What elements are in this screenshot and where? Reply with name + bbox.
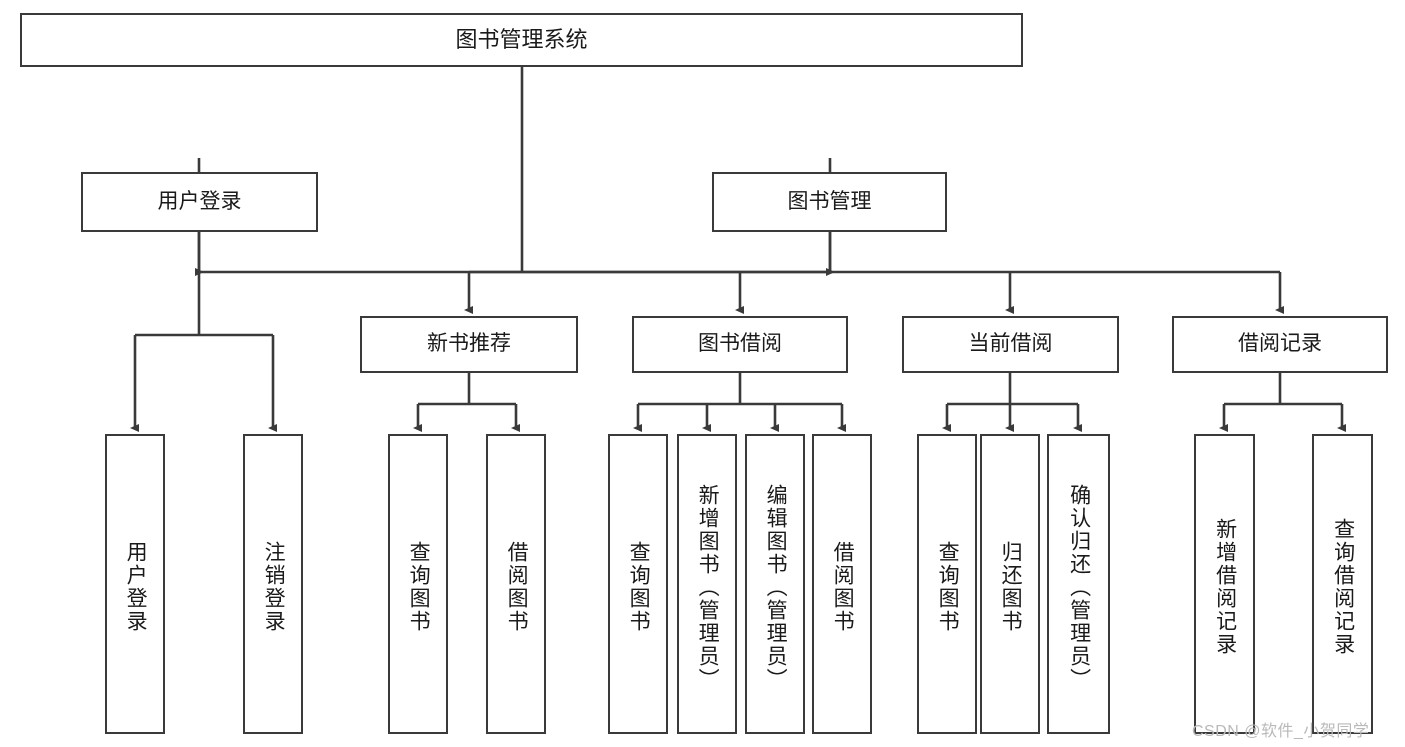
node-book-borrow[interactable]: 图书借阅	[632, 316, 848, 373]
node-leaf-query-book-borrow[interactable]: 查询图书	[608, 434, 668, 734]
node-root[interactable]: 图书管理系统	[20, 13, 1023, 67]
node-leaf-edit-book[interactable]: 编辑图书（管理员）	[745, 434, 805, 734]
node-leaf-add-record[interactable]: 新增借阅记录	[1194, 434, 1255, 734]
node-leaf-confirm-return[interactable]: 确认归还（管理员）	[1047, 434, 1110, 734]
node-leaf-borrow-book[interactable]: 借阅图书	[812, 434, 872, 734]
node-user-login[interactable]: 用户登录	[81, 172, 318, 232]
node-book-manage[interactable]: 图书管理	[712, 172, 947, 232]
node-leaf-user-login[interactable]: 用户登录	[105, 434, 165, 734]
node-leaf-query-record[interactable]: 查询借阅记录	[1312, 434, 1373, 734]
node-leaf-query-book-rec[interactable]: 查询图书	[388, 434, 448, 734]
node-leaf-logout[interactable]: 注销登录	[243, 434, 303, 734]
csdn-watermark: CSDN @软件_小贺同学	[1192, 723, 1370, 740]
node-current-borrow[interactable]: 当前借阅	[902, 316, 1119, 373]
node-new-book-recommend[interactable]: 新书推荐	[360, 316, 578, 373]
node-leaf-borrow-book-rec[interactable]: 借阅图书	[486, 434, 546, 734]
node-leaf-query-book-cur[interactable]: 查询图书	[917, 434, 977, 734]
node-leaf-return-book[interactable]: 归还图书	[980, 434, 1040, 734]
node-borrow-record[interactable]: 借阅记录	[1172, 316, 1388, 373]
node-leaf-add-book[interactable]: 新增图书（管理员）	[677, 434, 737, 734]
